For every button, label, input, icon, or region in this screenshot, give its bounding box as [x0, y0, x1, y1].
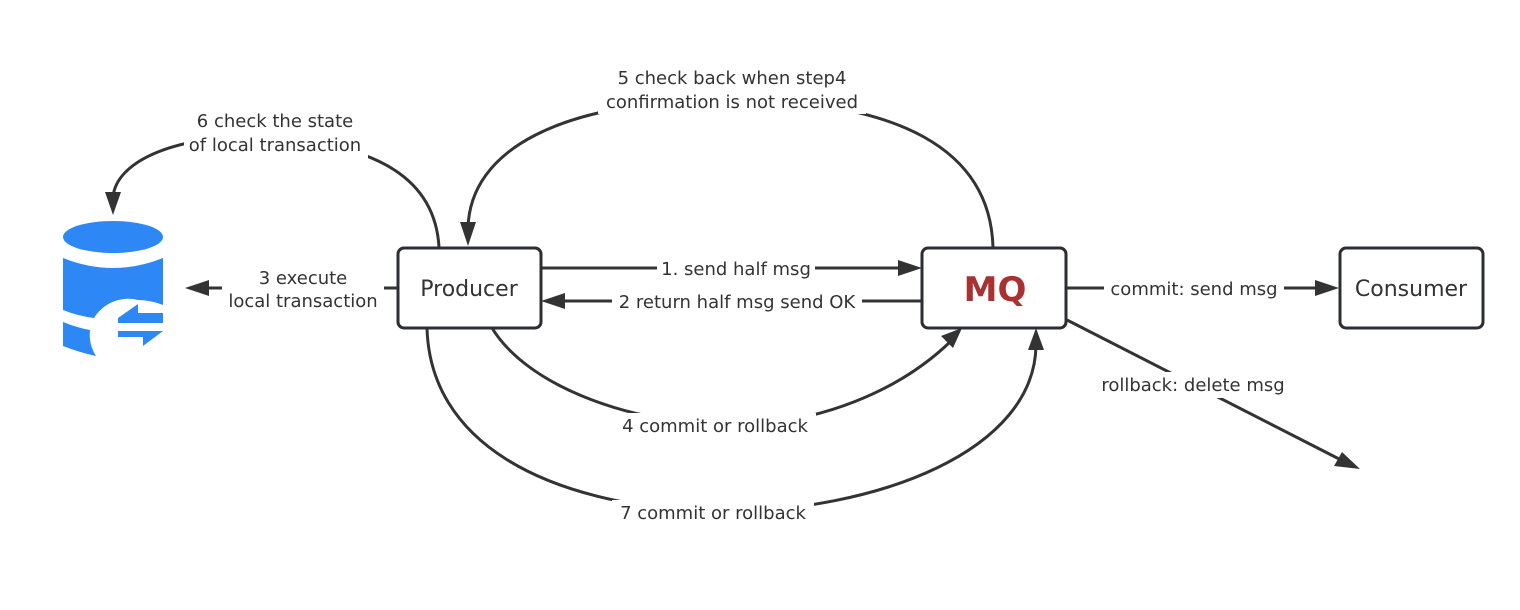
edge-label-commit: commit: send msg: [1110, 279, 1277, 300]
edge-label-step5-line2: confirmation is not received: [606, 92, 858, 113]
consumer-label: Consumer: [1355, 277, 1468, 302]
edge-label-step6-line2: of local transaction: [189, 135, 361, 156]
consumer-box: [1338, 246, 1485, 330]
arrowhead-icon: [1028, 328, 1044, 350]
mq-box: [920, 246, 1068, 330]
arrowhead-icon: [185, 280, 209, 296]
arrowhead-icon: [1334, 452, 1360, 469]
mq-label: MQ: [964, 270, 1027, 310]
node-mq[interactable]: MQ: [920, 246, 1068, 330]
node-database[interactable]: [63, 221, 163, 356]
edge-step5-curve: [466, 98, 995, 248]
node-consumer[interactable]: Consumer: [1338, 246, 1485, 330]
arrowhead-icon: [941, 328, 962, 348]
edge-label-step2: 2 return half msg send OK: [619, 292, 857, 313]
producer-box: [396, 246, 543, 330]
arrowhead-icon: [1315, 280, 1339, 296]
arrowhead-icon: [460, 222, 476, 246]
edge-label-rollback: rollback: delete msg: [1101, 375, 1284, 396]
edge-step4[interactable]: [490, 327, 962, 427]
node-producer[interactable]: Producer: [396, 246, 543, 330]
edge-label-step7: 7 commit or rollback: [620, 503, 806, 524]
arrowhead-icon: [541, 293, 565, 309]
edge-label-step6-line1: 6 check the state: [197, 111, 353, 132]
edge-label-step1: 1. send half msg: [661, 259, 811, 280]
producer-label: Producer: [420, 277, 518, 302]
edge-label-step4: 4 commit or rollback: [622, 416, 808, 437]
database-sync-icon: [63, 221, 163, 356]
edge-step5[interactable]: [460, 98, 995, 248]
edge-label-step5-line1: 5 check back when step4: [618, 68, 847, 89]
edge-label-step3-line2: local transaction: [228, 291, 377, 312]
arrowhead-icon: [898, 260, 922, 276]
edge-step4-curve: [490, 327, 952, 427]
arrowhead-icon: [105, 192, 121, 215]
edge-label-step3-line1: 3 execute: [259, 268, 348, 289]
